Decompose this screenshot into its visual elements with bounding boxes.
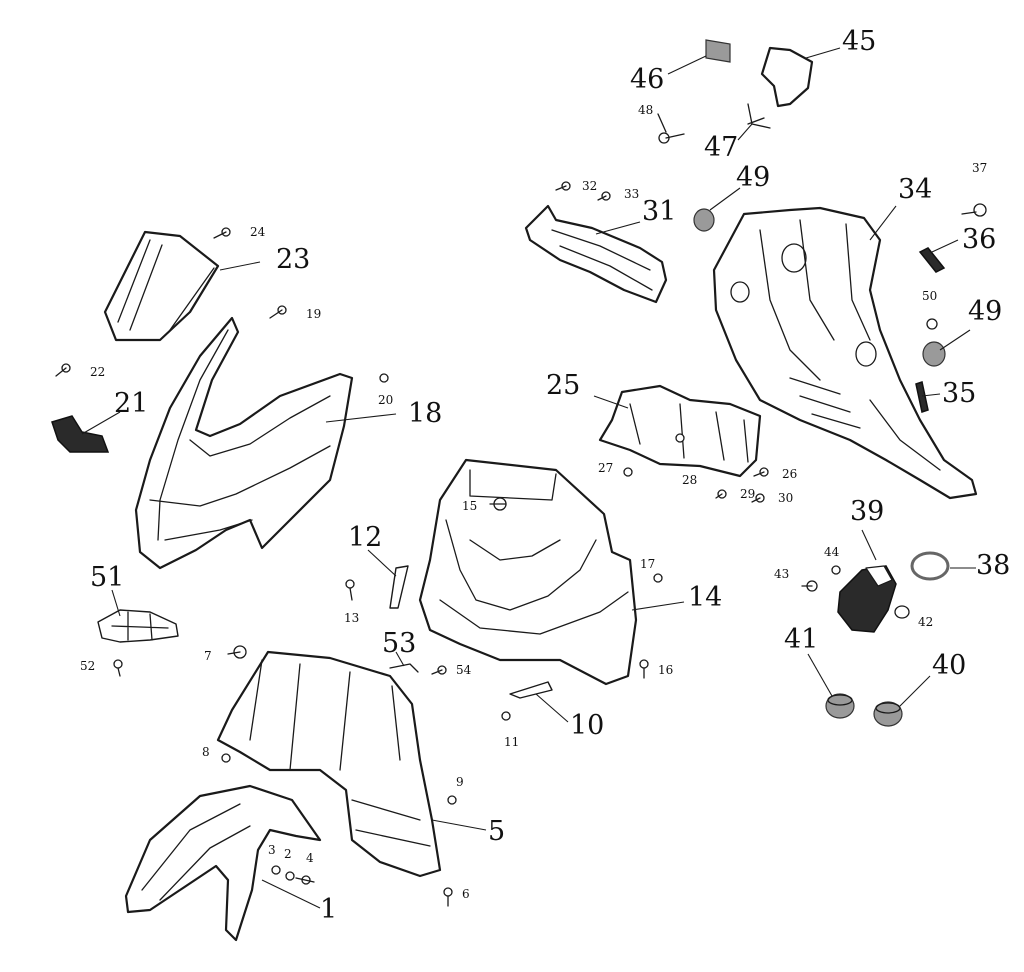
part-37-bolt xyxy=(961,203,987,217)
callout-9: 9 xyxy=(456,775,464,789)
part-38-ring xyxy=(910,551,950,581)
callout-25: 25 xyxy=(546,370,580,401)
callout-21: 21 xyxy=(114,388,148,419)
part-10-reflector xyxy=(509,681,553,699)
callout-labels: 1 2 3 4 5 6 7 8 9 10 11 12 13 14 15 16 1… xyxy=(80,26,1010,925)
callout-16: 16 xyxy=(658,663,673,677)
callout-7: 7 xyxy=(204,649,212,663)
callout-6: 6 xyxy=(462,887,470,901)
callout-36: 36 xyxy=(962,224,996,255)
callout-5: 5 xyxy=(488,816,505,847)
callout-22: 22 xyxy=(90,365,105,379)
callout-8: 8 xyxy=(202,745,210,759)
callout-47: 47 xyxy=(704,132,738,163)
callout-35: 35 xyxy=(942,378,976,409)
callout-37: 37 xyxy=(972,161,987,175)
callout-34: 34 xyxy=(898,174,932,205)
callout-39: 39 xyxy=(850,496,884,527)
callout-4: 4 xyxy=(306,851,314,865)
part-51-plate xyxy=(97,609,179,643)
part-49-disc-a xyxy=(693,208,715,232)
part-1-fender xyxy=(124,784,322,942)
callout-42: 42 xyxy=(918,615,933,629)
callout-17: 17 xyxy=(640,557,655,571)
part-12-reflector xyxy=(389,565,409,609)
callout-2: 2 xyxy=(284,847,292,861)
callout-10: 10 xyxy=(570,710,604,741)
screws xyxy=(55,181,841,907)
part-23-windscreen xyxy=(103,230,220,342)
leader-lines xyxy=(81,47,976,909)
part-31-side-bracket xyxy=(524,204,668,304)
part-40-grommet xyxy=(873,701,903,727)
callout-12: 12 xyxy=(348,522,382,553)
callout-32: 32 xyxy=(582,179,597,193)
part-18-front-cowl xyxy=(134,316,354,570)
callout-18: 18 xyxy=(408,398,442,429)
callout-20: 20 xyxy=(378,393,393,407)
part-36-spring xyxy=(918,247,946,273)
callout-19: 19 xyxy=(306,307,321,321)
part-39-valve xyxy=(837,565,897,633)
part-45-cap xyxy=(760,46,814,108)
callout-40: 40 xyxy=(932,650,966,681)
callout-3: 3 xyxy=(268,843,276,857)
callout-53: 53 xyxy=(382,628,416,659)
part-14-headlight-housing xyxy=(418,458,638,686)
callout-27: 27 xyxy=(598,461,613,475)
callout-31: 31 xyxy=(642,196,676,227)
part-34-inner-panel xyxy=(712,206,978,500)
callout-49-top: 49 xyxy=(736,162,770,193)
callout-48: 48 xyxy=(638,103,653,117)
part-42-cap xyxy=(894,605,910,619)
part-5-inner-body xyxy=(216,650,442,878)
callout-41: 41 xyxy=(784,624,818,655)
part-25-bracket-assembly xyxy=(598,384,762,478)
callout-51: 51 xyxy=(90,562,124,593)
callout-50: 50 xyxy=(922,289,937,303)
callout-49-right: 49 xyxy=(968,296,1002,327)
callout-45: 45 xyxy=(842,26,876,57)
part-35-strip xyxy=(915,381,929,413)
callout-11: 11 xyxy=(504,735,519,749)
part-41-grommet xyxy=(825,693,855,719)
callout-23: 23 xyxy=(276,244,310,275)
callout-44: 44 xyxy=(824,545,840,559)
callout-54: 54 xyxy=(456,663,472,677)
callout-43: 43 xyxy=(774,567,789,581)
callout-46: 46 xyxy=(630,64,664,95)
part-48-screw xyxy=(657,113,685,144)
callout-15: 15 xyxy=(462,499,477,513)
part-46-pad xyxy=(705,39,731,63)
callout-14: 14 xyxy=(688,582,722,613)
callout-26: 26 xyxy=(782,467,797,481)
callout-33: 33 xyxy=(624,187,639,201)
part-49-disc-b xyxy=(922,341,946,367)
part-21-bracket xyxy=(51,415,110,453)
callout-30: 30 xyxy=(778,491,793,505)
callout-29: 29 xyxy=(740,487,755,501)
callout-52: 52 xyxy=(80,659,95,673)
part-50-nut xyxy=(926,318,938,330)
callout-38: 38 xyxy=(976,550,1010,581)
callout-24: 24 xyxy=(250,225,266,239)
callout-13: 13 xyxy=(344,611,359,625)
callout-1: 1 xyxy=(320,894,337,925)
callout-28: 28 xyxy=(682,473,697,487)
